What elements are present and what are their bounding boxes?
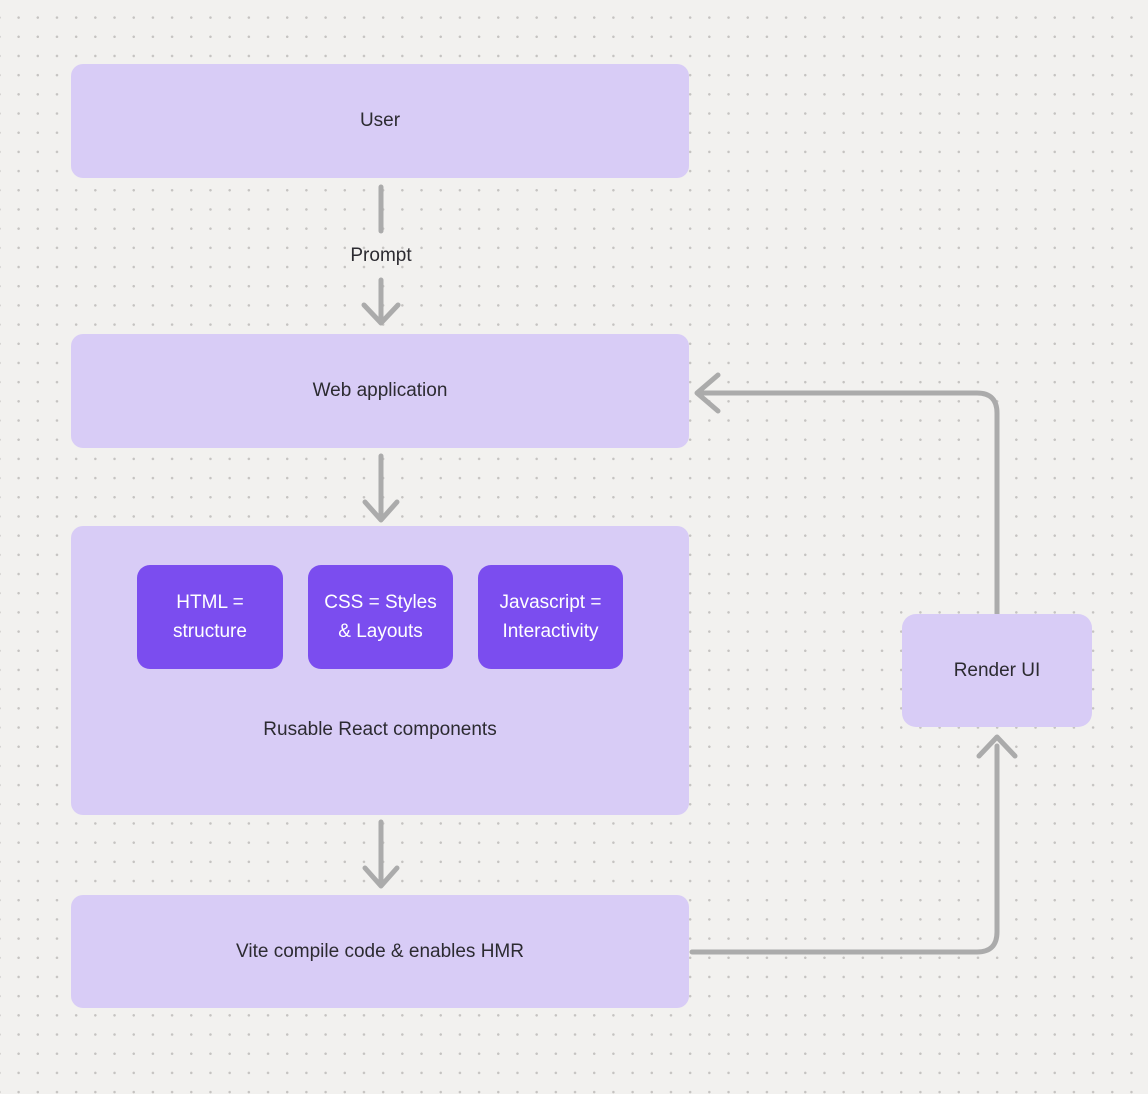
chip-html-label: HTML = structure	[173, 592, 247, 642]
node-react-components-group: HTML = structure CSS = Styles & Layouts …	[71, 526, 689, 815]
connector-vite-to-render-arrow	[689, 734, 1018, 955]
node-user: User	[71, 64, 689, 178]
chip-html: HTML = structure	[137, 565, 283, 669]
connector-webapp-to-components-arrow	[362, 453, 400, 523]
chip-javascript: Javascript = Interactivity	[478, 565, 623, 669]
node-render-ui-label: Render UI	[953, 659, 1041, 681]
node-web-application: Web application	[71, 334, 689, 448]
chip-css: CSS = Styles & Layouts	[308, 565, 453, 669]
connector-prompt-to-webapp-arrow	[361, 277, 401, 326]
node-render-ui: Render UI	[902, 614, 1092, 727]
connector-components-to-vite-arrow	[362, 819, 400, 889]
connector-render-to-webapp-arrow	[694, 372, 1000, 617]
node-vite: Vite compile code & enables HMR	[71, 895, 689, 1008]
edge-label-prompt: Prompt	[350, 245, 412, 266]
chip-javascript-label: Javascript = Interactivity	[499, 592, 602, 642]
node-web-application-label: Web application	[312, 380, 448, 402]
chip-css-label: CSS = Styles & Layouts	[324, 592, 437, 642]
components-group-caption: Rusable React components	[263, 719, 497, 740]
node-user-label: User	[359, 110, 401, 132]
node-vite-label: Vite compile code & enables HMR	[236, 940, 524, 962]
